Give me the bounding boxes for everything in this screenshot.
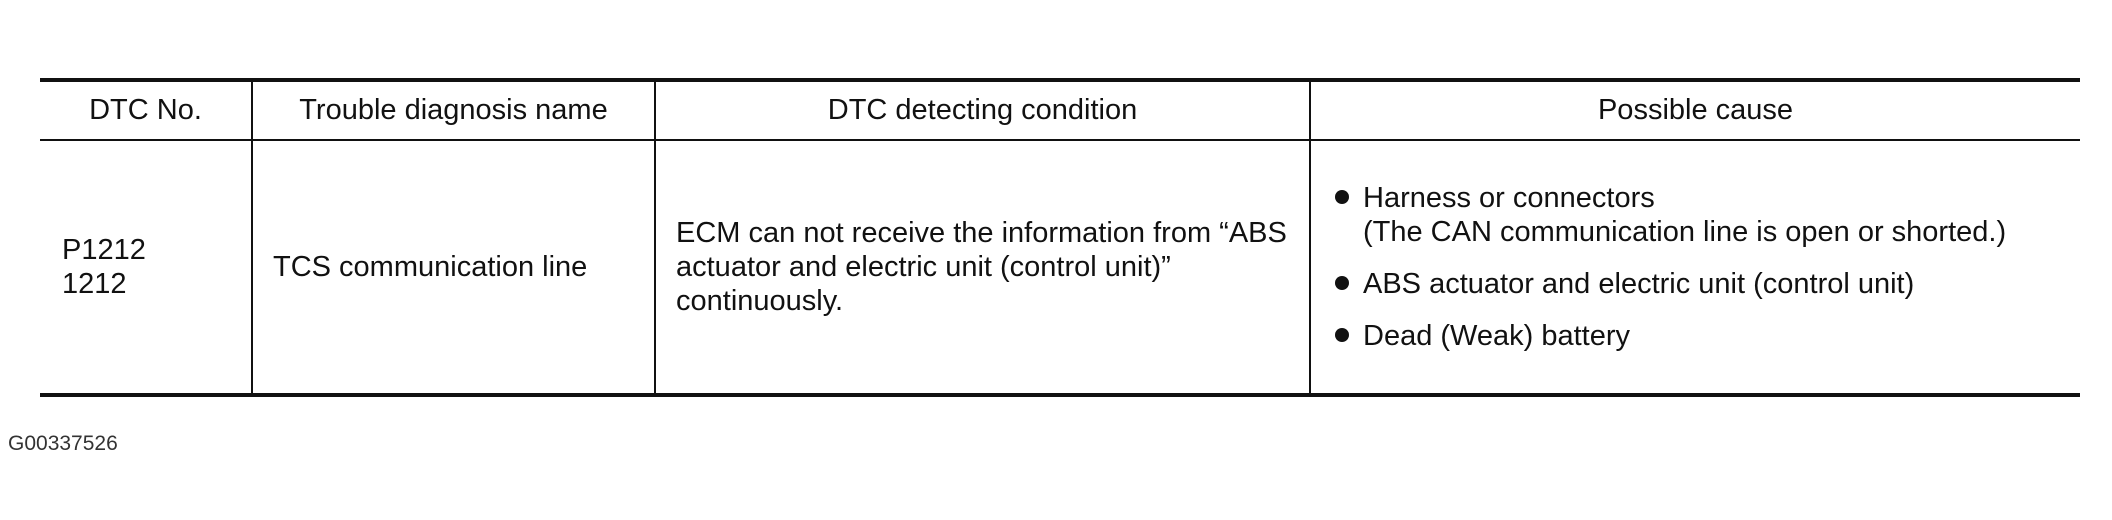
table-row: P1212 1212 TCS communication line ECM ca… xyxy=(40,140,2080,395)
diagnosis-name-cell: TCS communication line xyxy=(251,140,655,395)
list-item: ABS actuator and electric unit (control … xyxy=(1331,267,2070,301)
detecting-condition: ECM can not receive the information from… xyxy=(676,217,1287,317)
figure-id: G00337526 xyxy=(8,432,118,455)
header-possible-cause: Possible cause xyxy=(1309,80,2080,141)
header-dtc-no: DTC No. xyxy=(40,80,252,141)
list-item: Harness or connectors (The CAN communica… xyxy=(1331,181,2070,249)
dtc-code-primary: P1212 xyxy=(62,234,146,266)
table-header-row: DTC No. Trouble diagnosis name DTC detec… xyxy=(40,80,2080,141)
detecting-condition-cell: ECM can not receive the information from… xyxy=(654,140,1310,395)
cause-detail: (The CAN communication line is open or s… xyxy=(1363,216,2007,248)
diagnosis-name: TCS communication line xyxy=(273,251,588,283)
possible-cause-list: Harness or connectors (The CAN communica… xyxy=(1331,181,2070,353)
header-detecting-condition: DTC detecting condition xyxy=(654,80,1310,141)
bullet-icon xyxy=(1335,276,1349,290)
list-item: Dead (Weak) battery xyxy=(1331,319,2070,353)
bullet-icon xyxy=(1335,190,1349,204)
cause-text: Harness or connectors xyxy=(1363,182,1655,214)
dtc-code-cell: P1212 1212 xyxy=(40,140,252,395)
dtc-table: DTC No. Trouble diagnosis name DTC detec… xyxy=(40,78,2080,397)
cause-text: Dead (Weak) battery xyxy=(1363,320,1631,352)
header-diagnosis-name: Trouble diagnosis name xyxy=(251,80,655,141)
possible-cause-cell: Harness or connectors (The CAN communica… xyxy=(1309,140,2080,395)
cause-text: ABS actuator and electric unit (control … xyxy=(1363,268,1915,300)
bullet-icon xyxy=(1335,328,1349,342)
dtc-code-secondary: 1212 xyxy=(62,268,127,300)
